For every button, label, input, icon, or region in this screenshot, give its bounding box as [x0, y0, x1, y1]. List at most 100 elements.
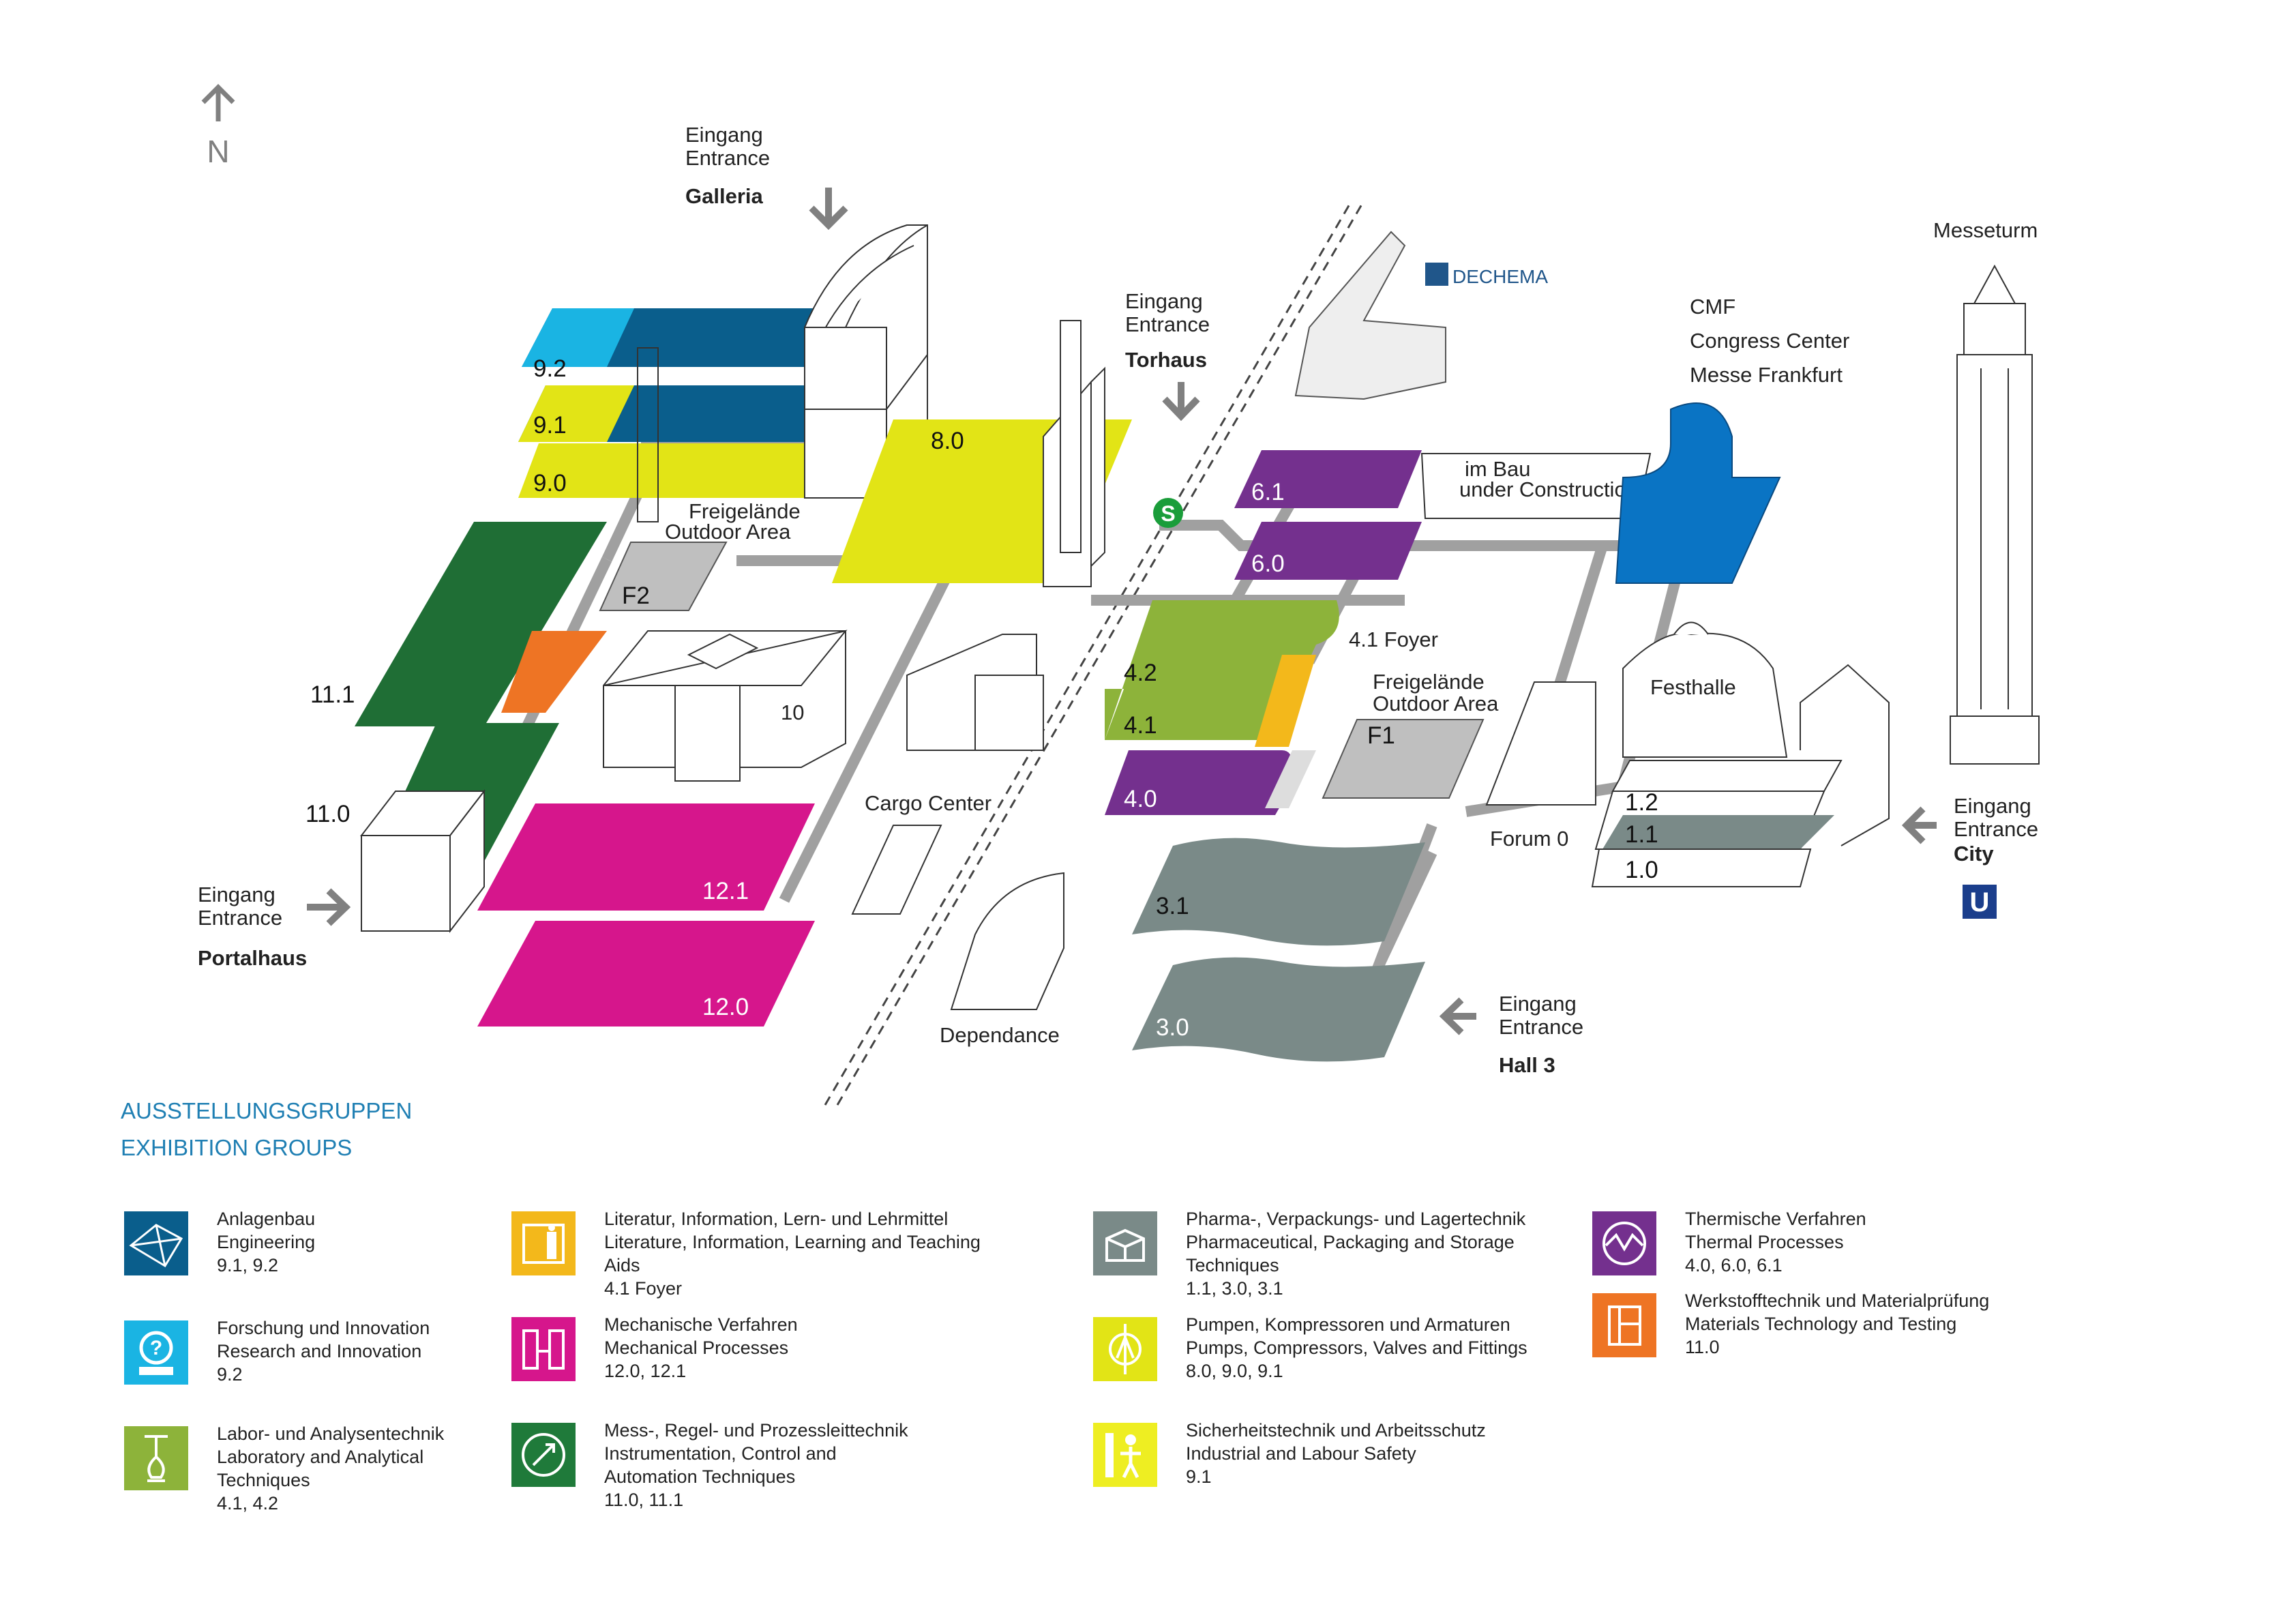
ubahn-icon: U [1970, 887, 1990, 917]
sbahn-icon: S [1161, 501, 1175, 526]
entrance-hall-3[interactable]: Eingang Entrance Hall 3 [1439, 992, 1583, 1077]
legend-item-pumps[interactable]: Pumpen, Kompressoren und Armaturen Pumps… [1093, 1313, 1564, 1415]
mechanical-icon [511, 1317, 576, 1381]
hall-10-label: 10 [781, 700, 804, 724]
engineering-icon [124, 1211, 188, 1275]
legend-item-engineering[interactable]: Anlagenbau Engineering 9.1, 9.2 [124, 1207, 595, 1310]
outdoor-area-f2[interactable]: F2 Freigelände Outdoor Area [599, 499, 801, 611]
arrow-down-icon [809, 188, 848, 231]
dependance-label: Dependance [940, 1023, 1060, 1047]
legend-item-materials[interactable]: Werkstofftechnik und Materialprüfung Mat… [1592, 1289, 2063, 1391]
hall-9[interactable]: 9.2 9.1 9.0 [518, 308, 846, 522]
legend-item-label: Werkstofftechnik und Materialprüfung Mat… [1685, 1290, 1990, 1357]
hall-label-1-2: 1.2 [1625, 789, 1658, 816]
annex-buildings [906, 634, 1044, 751]
instrumentation-icon [511, 1423, 576, 1487]
cmf-label-1: CMF [1690, 295, 1735, 319]
legend-item-instrumentation[interactable]: Mess-, Regel- und Prozessleittechnik Ins… [511, 1419, 982, 1521]
legend-item-label: Forschung und Innovation Research and In… [217, 1318, 430, 1385]
entrance-portalhaus[interactable]: Eingang Entrance Portalhaus [198, 883, 351, 970]
hall-label-12-1: 12.1 [702, 878, 749, 904]
legend-item-label: Anlagenbau Engineering 9.1, 9.2 [217, 1209, 316, 1275]
entrance-hall3-en: Entrance [1499, 1015, 1583, 1039]
legend-item-laboratory[interactable]: Labor- und Analysentechnik Laboratory an… [124, 1422, 595, 1524]
hall-label-11-1: 11.1 [310, 681, 355, 708]
arrow-left-icon [1901, 806, 1937, 844]
entrance-torhaus[interactable]: Eingang Entrance Torhaus [1125, 289, 1210, 422]
hall-label-9-2: 9.2 [533, 355, 567, 382]
legend-item-pharma[interactable]: Pharma-, Verpackungs- und Lagertechnik P… [1093, 1207, 1564, 1310]
outdoor-area-2-de: Freigelände [1373, 670, 1485, 694]
outdoor-area-f1[interactable]: F1 Freigelände Outdoor Area [1322, 670, 1499, 799]
entrance-galleria-en: Entrance [685, 146, 770, 170]
hall-label-4-2: 4.2 [1124, 660, 1157, 686]
hall-label-4-1: 4.1 [1124, 712, 1157, 739]
hall-label-9-0: 9.0 [533, 470, 567, 497]
cargo-center-label: Cargo Center [865, 791, 992, 815]
entrance-city-de: Eingang [1954, 794, 2031, 818]
entrance-galleria-name: Galleria [685, 184, 763, 208]
messeturm-label: Messeturm [1933, 218, 2038, 242]
hall-4[interactable]: 4.2 4.1 4.0 4.1 Foyer [1105, 600, 1438, 815]
hall-12[interactable]: 12.1 12.0 [477, 803, 815, 1027]
ubahn-station[interactable]: U [1963, 885, 1997, 919]
north-arrow-icon [201, 84, 235, 121]
entrance-galleria-de: Eingang [685, 123, 763, 147]
hall-label-12-0: 12.0 [702, 994, 749, 1020]
legend-item-research[interactable]: ? Forschung und Innovation Research and … [124, 1316, 595, 1419]
legend-item-label: Mechanische Verfahren Mechanical Process… [604, 1314, 798, 1381]
north-compass: N [201, 84, 235, 169]
festhalle-label: Festhalle [1650, 675, 1736, 699]
hall-label-3-0: 3.0 [1156, 1014, 1189, 1041]
under-construction-en: under Construction [1459, 477, 1638, 501]
cmf-label-2: Congress Center [1690, 329, 1849, 353]
legend-item-thermal[interactable]: Thermische Verfahren Thermal Processes 4… [1592, 1207, 2063, 1310]
foyer-4-1-label: 4.1 Foyer [1349, 628, 1438, 651]
entrance-city-en: Entrance [1954, 817, 2038, 841]
entrance-city-name: City [1954, 842, 1994, 866]
entrance-city[interactable]: Eingang Entrance City [1901, 794, 2038, 866]
cargo-center-building: Cargo Center [851, 791, 992, 915]
messeturm-tower: Messeturm [1933, 218, 2040, 765]
legend-item-label: Sicherheitstechnik und Arbeitsschutz Ind… [1186, 1420, 1486, 1487]
entrance-torhaus-en: Entrance [1125, 312, 1210, 336]
legend-item-label: Pharma-, Verpackungs- und Lagertechnik P… [1186, 1209, 1526, 1299]
entrance-hall3-name: Hall 3 [1499, 1053, 1555, 1077]
portalhaus-building [359, 789, 486, 933]
hall-label-11-0: 11.0 [305, 801, 351, 827]
legend-item-label: Labor- und Analysentechnik Laboratory an… [217, 1423, 445, 1514]
hall-label-1-1: 1.1 [1625, 821, 1658, 848]
sbahn-station[interactable]: S [1153, 498, 1183, 528]
entrance-galleria[interactable]: Eingang Entrance Galleria [685, 123, 848, 231]
legend-item-literature[interactable]: Literatur, Information, Lern- und Lehrmi… [511, 1207, 982, 1310]
research-icon: ? [124, 1320, 188, 1385]
hall-1[interactable]: 1.2 1.1 1.0 [1591, 760, 1843, 887]
entrance-torhaus-de: Eingang [1125, 289, 1203, 313]
entrance-portalhaus-de: Eingang [198, 883, 275, 906]
hall-label-4-0: 4.0 [1124, 786, 1157, 812]
hall-label-8-0: 8.0 [931, 428, 964, 454]
outdoor-label-f1: F1 [1367, 722, 1395, 749]
legend-item-mechanical[interactable]: Mechanische Verfahren Mechanical Process… [511, 1313, 982, 1415]
hall-3[interactable]: 3.1 3.0 [1132, 838, 1425, 1062]
dependance-building: Dependance [940, 872, 1064, 1047]
under-construction-de: im Bau [1465, 457, 1530, 481]
hall-label-6-0: 6.0 [1251, 550, 1285, 577]
forum-0-label: Forum 0 [1490, 827, 1568, 851]
outdoor-area-1-en: Outdoor Area [665, 520, 791, 544]
compass-label: N [207, 134, 229, 169]
legend-item-label: Literatur, Information, Lern- und Lehrmi… [604, 1209, 981, 1299]
laboratory-icon [124, 1426, 188, 1490]
hall-label-6-1: 6.1 [1251, 479, 1285, 505]
entrance-portalhaus-name: Portalhaus [198, 946, 307, 970]
hall-label-1-0: 1.0 [1625, 857, 1658, 883]
outdoor-label-f2: F2 [622, 582, 650, 609]
cmf-congress-center[interactable]: CMF Congress Center Messe Frankfurt [1615, 295, 1849, 584]
legend-item-safety[interactable]: Sicherheitstechnik und Arbeitsschutz Ind… [1093, 1419, 1564, 1521]
dechema-label: DECHEMA [1452, 266, 1548, 287]
materials-icon [1592, 1293, 1656, 1357]
cmf-label-3: Messe Frankfurt [1690, 363, 1843, 387]
legend-item-label: Mess-, Regel- und Prozessleittechnik Ins… [604, 1420, 908, 1510]
hall-6[interactable]: 6.1 6.0 [1234, 450, 1422, 580]
